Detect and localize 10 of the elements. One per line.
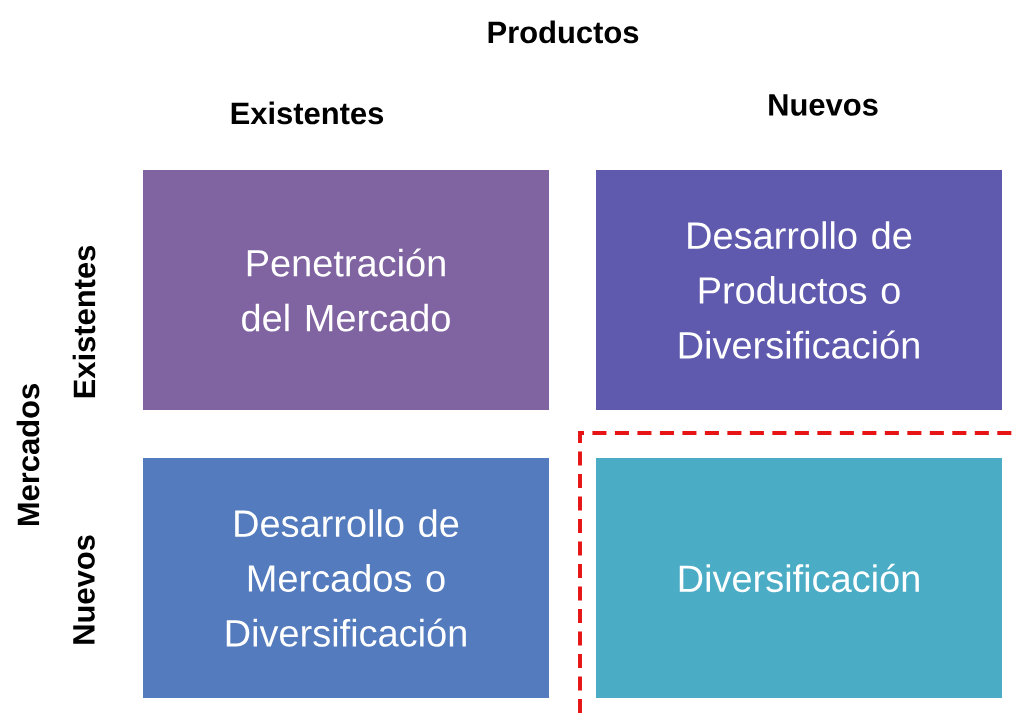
quadrant-box: Desarrollo de Mercados o Diversificación: [143, 458, 549, 698]
axis-label: Nuevos: [769, 94, 878, 116]
axis-label: Mercados: [16, 384, 40, 526]
quadrant-box: Desarrollo de Productos o Diversificación: [596, 170, 1002, 410]
axis-label: Existentes: [231, 101, 384, 125]
axis-label: Productos: [488, 20, 639, 44]
quadrant-box: Penetración del Mercado: [143, 170, 549, 410]
axis-label: Nuevos: [73, 535, 95, 644]
quadrant-box: Diversificación: [596, 458, 1002, 698]
axis-label: Existentes: [72, 245, 96, 398]
